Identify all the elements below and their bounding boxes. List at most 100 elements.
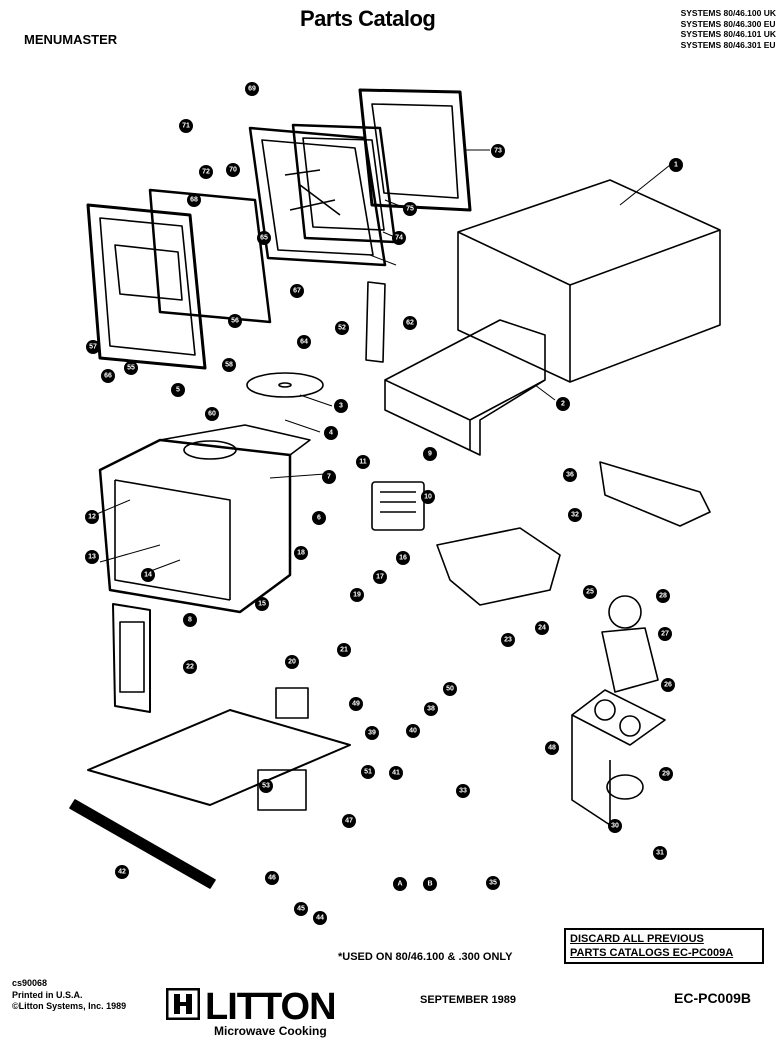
callout-label: 19	[353, 592, 361, 599]
callout-bubble	[179, 119, 193, 133]
callout-label: 23	[504, 637, 512, 644]
callout-bubble	[297, 335, 311, 349]
callout-label: 22	[186, 664, 194, 671]
part-callout: 51	[361, 765, 375, 779]
part-callout: 45	[294, 902, 308, 916]
part-callout: 14	[141, 568, 155, 582]
callout-label: 36	[566, 472, 574, 479]
publication-date: SEPTEMBER 1989	[420, 994, 516, 1006]
callout-label: 48	[548, 745, 556, 752]
control-panel-part	[112, 603, 151, 713]
callout-label: 3	[339, 403, 343, 410]
callout-label: 5	[176, 387, 180, 394]
callout-label: 35	[489, 880, 497, 887]
cabinet-wrapper-part	[457, 179, 721, 383]
part-callout: 20	[285, 655, 299, 669]
part-callout: 26	[661, 678, 675, 692]
part-callout: 69	[245, 82, 259, 96]
callout-label: 75	[406, 206, 414, 213]
callout-bubble	[322, 470, 336, 484]
callout-bubble	[563, 468, 577, 482]
callout-label: 62	[406, 320, 414, 327]
mounting-bracket-part	[571, 689, 666, 826]
callout-bubble	[124, 361, 138, 375]
printed-location: Printed in U.S.A.	[12, 989, 83, 1000]
part-callout: 65	[257, 231, 271, 245]
systems-list: SYSTEMS 80/46.100 UK SYSTEMS 80/46.300 E…	[681, 8, 776, 50]
callout-bubble	[294, 546, 308, 560]
callout-label: 74	[395, 235, 403, 242]
part-callout: 12	[85, 510, 99, 524]
callout-label: 9	[428, 451, 432, 458]
part-callout: 60	[205, 407, 219, 421]
door-panel-part	[86, 203, 207, 370]
callout-bubble	[334, 399, 348, 413]
part-callout: 55	[124, 361, 138, 375]
callout-label: 12	[88, 514, 96, 521]
callout-bubble	[535, 621, 549, 635]
part-callout: B	[423, 877, 437, 891]
systems-line: SYSTEMS 80/46.100 UK	[680, 8, 776, 18]
callout-bubble	[423, 877, 437, 891]
callout-bubble	[265, 871, 279, 885]
part-callout: 56	[228, 314, 242, 328]
part-callout: 8	[183, 613, 197, 627]
callout-label: 64	[300, 339, 308, 346]
part-callout: 64	[297, 335, 311, 349]
notice-line: PARTS CATALOGS EC-PC009A	[570, 947, 734, 959]
callout-label: 56	[231, 318, 239, 325]
systems-line: SYSTEMS 80/46.101 UK	[680, 29, 776, 39]
part-callout: 73	[491, 144, 505, 158]
callout-bubble	[349, 697, 363, 711]
part-callout: 52	[335, 321, 349, 335]
callout-bubble	[86, 340, 100, 354]
callout-label: 68	[190, 197, 198, 204]
callout-label: 73	[494, 148, 502, 155]
callout-bubble	[187, 193, 201, 207]
part-callout: 48	[545, 741, 559, 755]
transformer-part	[257, 687, 309, 811]
callout-label: 67	[293, 288, 301, 295]
part-callout: 39	[365, 726, 379, 740]
callout-label: 70	[229, 167, 237, 174]
callout-label: 4	[329, 430, 333, 437]
callout-bubble	[491, 144, 505, 158]
part-callout: 42	[115, 865, 129, 879]
callout-bubble	[653, 846, 667, 860]
callout-label: 40	[409, 728, 417, 735]
callout-label: 10	[424, 494, 432, 501]
callout-bubble	[313, 911, 327, 925]
callout-label: 45	[297, 906, 305, 913]
part-callout: 75	[403, 202, 417, 216]
callout-label: 51	[364, 769, 372, 776]
systems-line: SYSTEMS 80/46.301 EU	[680, 39, 776, 50]
callout-bubble	[393, 877, 407, 891]
part-callout: 38	[424, 702, 438, 716]
inner-door-panel-part	[248, 126, 387, 267]
part-callout: 68	[187, 193, 201, 207]
callout-label: 41	[392, 770, 400, 777]
callout-bubble	[424, 702, 438, 716]
callout-label: 28	[659, 593, 667, 600]
part-callout: 15	[255, 597, 269, 611]
part-callout: 46	[265, 871, 279, 885]
part-callout: 18	[294, 546, 308, 560]
callout-label: 60	[208, 411, 216, 418]
vent-grille-part	[69, 799, 216, 889]
part-callout: 44	[313, 911, 327, 925]
callout-label: 66	[104, 373, 112, 380]
callout-bubble	[324, 426, 338, 440]
systems-line: SYSTEMS 80/46.300 EU	[680, 18, 776, 29]
callout-bubble	[501, 633, 515, 647]
callout-bubble	[421, 490, 435, 504]
part-callout: 47	[342, 814, 356, 828]
callout-label: 8	[188, 617, 192, 624]
callout-label: 1	[674, 162, 678, 169]
callout-label: 16	[399, 555, 407, 562]
callout-label: 15	[258, 601, 266, 608]
part-callout: 11	[356, 455, 370, 469]
callout-label: 72	[202, 169, 210, 176]
callout-bubble	[373, 570, 387, 584]
callout-label: 38	[427, 706, 435, 713]
callout-bubble	[486, 876, 500, 890]
